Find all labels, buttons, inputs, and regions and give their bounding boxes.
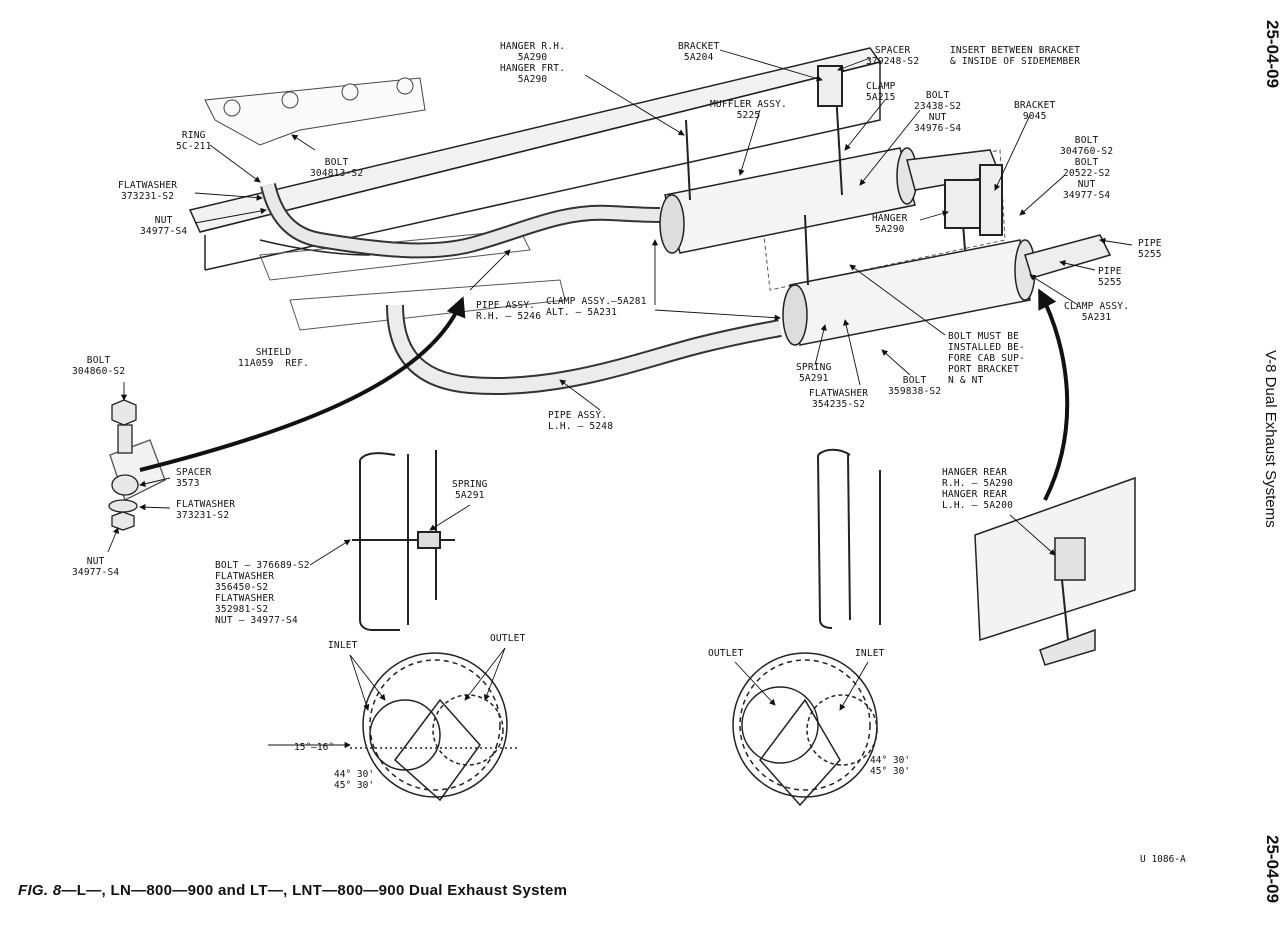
label-hanger-rear: HANGER REAR R.H. — 5A290 HANGER REAR L.H… (942, 467, 1014, 511)
label-clamp-assy: CLAMP ASSY.—5A281 ALT. — 5A231 (546, 296, 647, 318)
bolt-stack (108, 399, 166, 531)
section-right (732, 652, 878, 807)
label-spring-5a291: SPRING 5A291 (796, 362, 832, 384)
label-angle-left: 44° 30' 45° 30' (334, 769, 375, 791)
section-title: V-8 Dual Exhaust Systems (1262, 350, 1279, 528)
page-number-top: 25-04-09 (1263, 20, 1280, 89)
page-number-bottom: 25-04-09 (1263, 835, 1280, 904)
label-clamp-5a215: CLAMP 5A215 (866, 81, 896, 103)
figure-id: U 1086-A (1140, 854, 1186, 865)
label-bracket-5a204: BRACKET 5A204 (678, 41, 720, 63)
label-flatwasher-354235: FLATWASHER 354235-S2 (809, 388, 869, 410)
label-clamp-assy-right: CLAMP ASSY. 5A231 (1064, 301, 1130, 323)
caption-text: —L—, LN—800—900 and LT—, LNT—800—900 Dua… (61, 882, 568, 899)
label-pipe-5255-a: PIPE 5255 (1138, 238, 1162, 260)
label-flatwasher-373231: FLATWASHER 373231-S2 (118, 180, 178, 202)
muffler-upper (659, 147, 1002, 254)
big-arrows (139, 288, 1070, 501)
label-bolt-304860: BOLT 304860-S2 (72, 355, 126, 377)
label-angle-15-16: 15°—16° (294, 742, 335, 753)
label-inlet-left: INLET (328, 640, 358, 651)
label-bolt-must-note: BOLT MUST BE INSTALLED BE- FORE CAB SUP-… (948, 331, 1025, 386)
label-shield: SHIELD 11A059 REF. (238, 347, 310, 369)
label-bolt-359838: BOLT 359838-S2 (888, 375, 942, 397)
muffler-lower (782, 234, 1112, 346)
label-hanger-5a290: HANGER 5A290 (872, 213, 908, 235)
label-spacer-3573: SPACER 3573 (176, 467, 212, 489)
exhaust-manifold (204, 77, 426, 146)
label-pipe-rh: PIPE ASSY. R.H. — 5246 (476, 300, 542, 322)
label-spring-5a291-b: SPRING 5A291 (452, 479, 488, 501)
figure-caption: FIG. 8—L—, LN—800—900 and LT—, LNT—800—9… (18, 882, 567, 899)
label-ring-5c211: RING 5C-211 (176, 130, 212, 152)
rear-hanger (974, 476, 1136, 666)
label-nut-bottom: NUT 34977-S4 (72, 556, 120, 578)
label-outlet-left: OUTLET (490, 633, 526, 644)
label-bracket-9045: BRACKET 9045 (1014, 100, 1056, 122)
label-bolt-376689: BOLT — 376689-S2 FLATWASHER 356450-S2 FL… (215, 560, 310, 626)
pipe-rh (260, 183, 661, 259)
label-insert-note: INSERT BETWEEN BRACKET & INSIDE OF SIDEM… (950, 45, 1081, 67)
label-bolt-nut-top: BOLT 23438-S2 NUT 34976-S4 (914, 90, 962, 134)
frame-rail (188, 47, 882, 271)
label-outlet-right: OUTLET (708, 648, 744, 659)
label-flatwasher-373231-b: FLATWASHER 373231-S2 (176, 499, 236, 521)
spring-clip-right (817, 448, 881, 629)
label-pipe-lh: PIPE ASSY. L.H. — 5248 (548, 410, 614, 432)
label-angle-right: 44° 30' 45° 30' (870, 755, 911, 777)
label-hanger-rh: HANGER R.H. 5A290 HANGER FRT. 5A290 (500, 41, 566, 85)
leader-lines (107, 49, 1133, 749)
hangers (685, 65, 1003, 286)
label-bolts-nut-right: BOLT 304760-S2 BOLT 20522-S2 NUT 34977-S… (1060, 135, 1114, 201)
label-nut-34977: NUT 34977-S4 (140, 215, 188, 237)
label-muffler-assy: MUFFLER ASSY. 5225 (710, 99, 787, 121)
spring-clip-left (352, 450, 455, 631)
label-pipe-5255-b: PIPE 5255 (1098, 266, 1122, 288)
caption-fig: FIG. 8 (18, 882, 62, 899)
label-spacer-379248: SPACER 379248-S2 (866, 45, 920, 67)
label-bolt-304813: BOLT 304813-S2 (310, 157, 364, 179)
label-inlet-right: INLET (855, 648, 885, 659)
